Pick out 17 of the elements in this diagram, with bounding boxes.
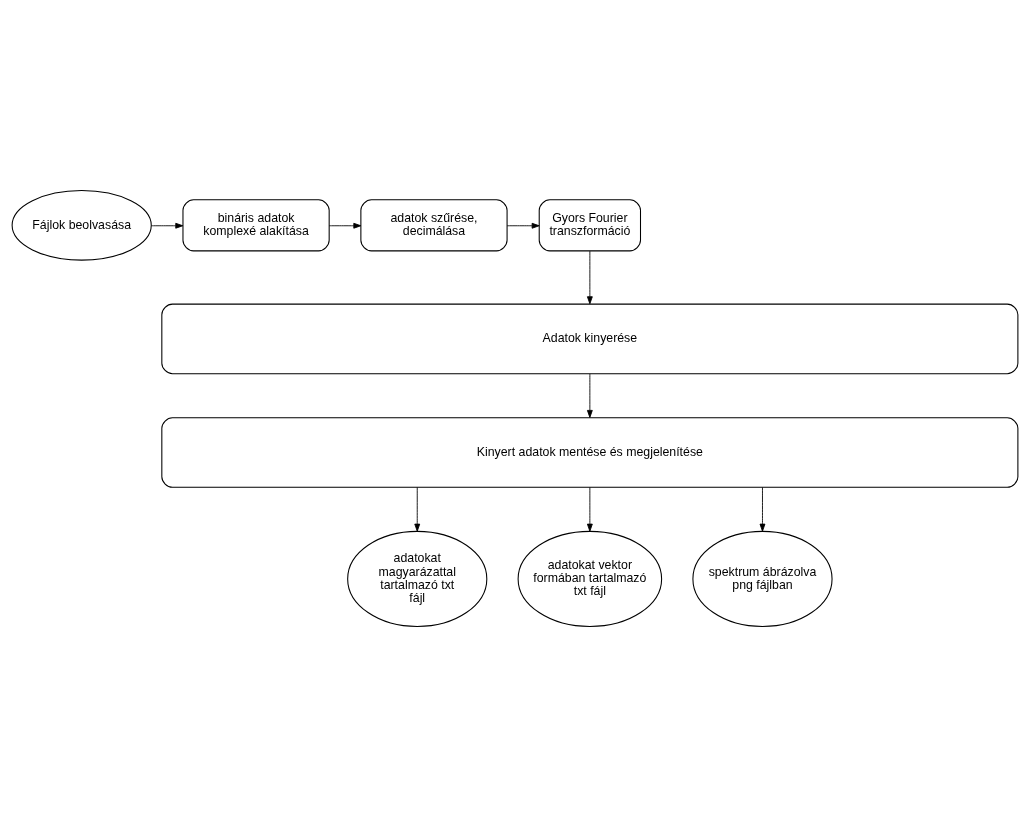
node-box: adatok szűrése, decimálása: [360, 199, 508, 252]
node-ellipse: Fájlok beolvasása: [11, 190, 152, 261]
arrow: [586, 250, 593, 305]
node-ellipse: adatokat magyarázattal tartalmazó txt fájl: [347, 530, 488, 627]
arrow: [759, 486, 766, 532]
arrow: [586, 373, 593, 418]
node-ellipse: spektrum ábrázolva png fájlban: [692, 530, 833, 627]
node-box: bináris adatok komplexé alakítása: [182, 199, 330, 252]
arrow: [328, 222, 362, 229]
node-box: Adatok kinyerése: [161, 303, 1019, 375]
arrow: [150, 222, 184, 229]
node-box: Gyors Fourier transzformáció: [538, 199, 642, 252]
arrow: [506, 222, 540, 229]
arrow: [414, 486, 421, 532]
arrow: [586, 486, 593, 532]
node-ellipse: adatokat vektor formában tartalmazó txt fájl: [517, 530, 663, 627]
node-box: Kinyert adatok mentése és megjelenítése: [161, 417, 1019, 488]
